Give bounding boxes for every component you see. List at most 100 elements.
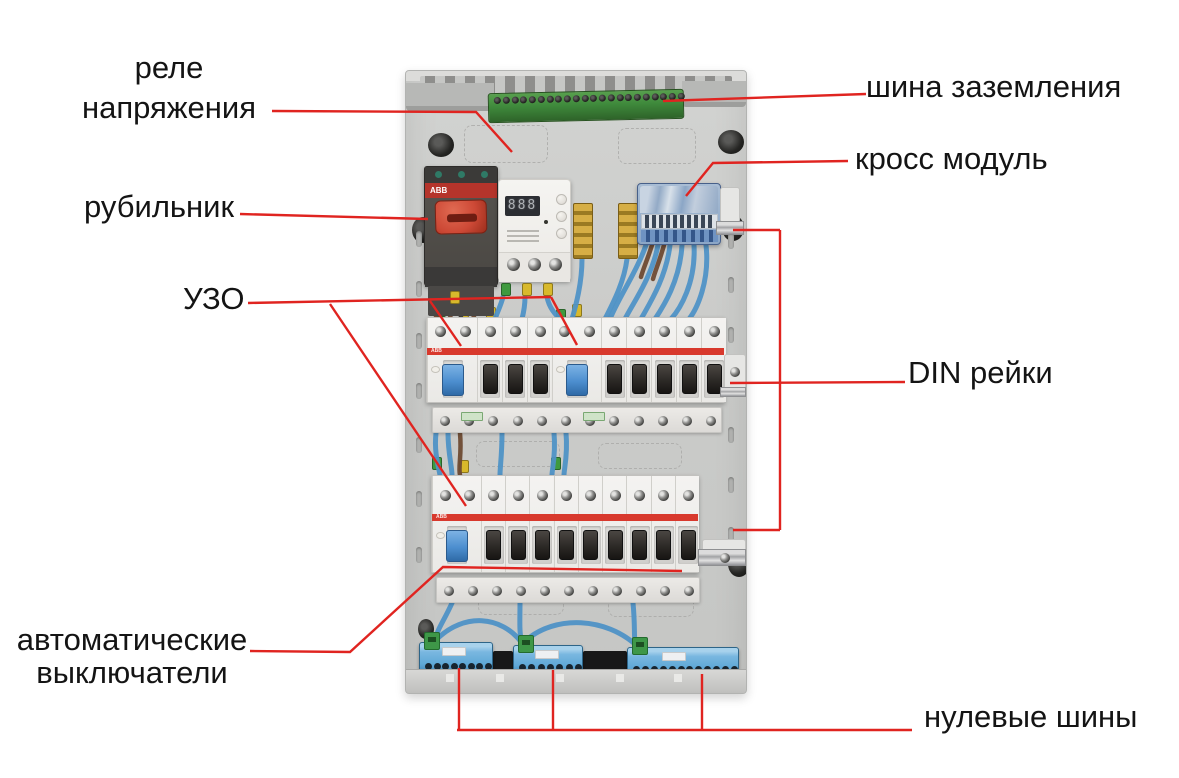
knockout-slot bbox=[416, 231, 422, 247]
breaker-device bbox=[501, 318, 527, 402]
comb-label-sticker bbox=[583, 412, 605, 421]
rcd-toggle bbox=[446, 530, 469, 562]
voltage-relay: 888 bbox=[498, 179, 571, 282]
comb-screw bbox=[609, 416, 620, 426]
molded-outline bbox=[618, 128, 696, 164]
comb-screw bbox=[706, 416, 717, 426]
leader-disconnector bbox=[239, 212, 429, 221]
label-din-rails: DIN рейки bbox=[908, 355, 1053, 390]
disconnector-brand-band: ABB bbox=[425, 183, 497, 198]
breaker-toggle bbox=[680, 530, 696, 560]
rcd-test-button bbox=[555, 366, 565, 373]
breaker-toggle bbox=[510, 530, 526, 560]
terminal-screw bbox=[507, 258, 520, 271]
module-screw bbox=[609, 490, 621, 501]
breaker-device bbox=[529, 476, 554, 572]
breaker-toggle bbox=[706, 364, 722, 394]
breaker-device bbox=[480, 476, 505, 572]
neutral-bus-hole bbox=[450, 663, 458, 670]
stripe-brand-text: ABB bbox=[436, 514, 447, 520]
label-voltage-relay: реле напряжения bbox=[80, 48, 258, 128]
rail-recess bbox=[583, 651, 627, 673]
breaker-device bbox=[577, 476, 603, 572]
module-screw bbox=[658, 490, 670, 501]
brand-text: ABB bbox=[430, 186, 448, 195]
module-screw bbox=[585, 490, 597, 501]
label-rcd: УЗО bbox=[183, 281, 245, 316]
neutral-bus-hole bbox=[556, 664, 564, 671]
cable-comb-left bbox=[406, 83, 494, 111]
neutral-bus-hole bbox=[528, 664, 536, 671]
rcd-toggle bbox=[566, 364, 589, 396]
breaker-toggle bbox=[656, 530, 672, 560]
knockout-slot bbox=[728, 233, 734, 249]
label-cross-module: кросс модуль bbox=[855, 141, 1048, 176]
neutral-bus-clamp bbox=[632, 637, 648, 655]
wire-ferrule-yellow bbox=[543, 283, 553, 296]
breaker-device bbox=[676, 318, 701, 402]
breaker-device bbox=[526, 318, 552, 402]
module-screw bbox=[682, 490, 694, 501]
label-neutral-buses: нулевые шины bbox=[924, 699, 1138, 734]
comb-screw bbox=[657, 416, 668, 426]
label-ground-bus: шина заземления bbox=[866, 69, 1122, 104]
comb-strip-1 bbox=[432, 407, 722, 433]
comb-screw bbox=[585, 416, 596, 426]
breaker-toggle bbox=[532, 364, 548, 394]
mounting-hole bbox=[718, 130, 744, 154]
neutral-bus-hole bbox=[476, 663, 484, 670]
comb-screw bbox=[682, 416, 692, 426]
cross-module-terminals bbox=[641, 230, 718, 242]
breaker-device bbox=[553, 476, 578, 572]
module-screw bbox=[536, 490, 548, 501]
neutral-bus-hole bbox=[519, 664, 526, 671]
label-voltage-relay-line2: напряжения bbox=[81, 90, 257, 125]
comb-screw bbox=[536, 416, 547, 426]
neutral-bus-row bbox=[406, 71, 746, 693]
breaker-toggle bbox=[534, 530, 550, 560]
cross-module-label bbox=[641, 214, 718, 229]
relay-display: 888 bbox=[505, 196, 540, 216]
module-screw bbox=[488, 490, 500, 501]
module-screw bbox=[659, 326, 671, 337]
din-rail-top-end bbox=[716, 221, 744, 235]
breaker-device bbox=[626, 476, 651, 572]
panel-bottom-rim bbox=[406, 669, 746, 693]
knockout-slot bbox=[416, 281, 422, 297]
distribution-panel: ABB 888 bbox=[405, 70, 747, 694]
neutral-bus-hole bbox=[565, 664, 573, 671]
breaker-device bbox=[602, 476, 627, 572]
breaker-device bbox=[651, 318, 676, 402]
label-circuit-breakers-line2: выключатели bbox=[36, 655, 228, 690]
module-screw bbox=[683, 326, 695, 337]
breaker-toggle bbox=[607, 530, 623, 560]
relay-led bbox=[544, 220, 548, 224]
breaker-device bbox=[650, 476, 675, 572]
relay-button bbox=[556, 228, 567, 239]
neutral-bus-label bbox=[442, 647, 467, 656]
breaker-toggle bbox=[632, 530, 648, 560]
brand-stripe: ABB bbox=[432, 514, 698, 521]
terminal-screw bbox=[528, 258, 541, 271]
knockout-slot bbox=[728, 527, 734, 543]
neutral-bus-label bbox=[535, 650, 559, 659]
comb-screw bbox=[684, 586, 694, 596]
disconnector-switch: ABB bbox=[424, 166, 498, 287]
wire-ferrule-yellow bbox=[522, 283, 532, 296]
label-circuit-breakers-line1: автоматические bbox=[16, 622, 248, 657]
molded-outline bbox=[598, 443, 682, 469]
wire-ferrule-green bbox=[501, 283, 511, 296]
module-screw bbox=[534, 326, 546, 337]
comb-screw bbox=[561, 416, 571, 426]
din-row-2: ABB bbox=[431, 475, 700, 573]
neutral-bus-hole bbox=[485, 663, 492, 670]
brass-terminal bbox=[573, 203, 593, 259]
neutral-bus-hole bbox=[467, 663, 475, 670]
breaker-device bbox=[504, 476, 530, 572]
bracket-screw bbox=[720, 553, 730, 563]
terminal-dot bbox=[435, 171, 442, 178]
module-screw bbox=[609, 326, 621, 337]
breaker-toggle bbox=[482, 364, 498, 394]
label-circuit-breakers: автоматические выключатели bbox=[8, 623, 256, 689]
